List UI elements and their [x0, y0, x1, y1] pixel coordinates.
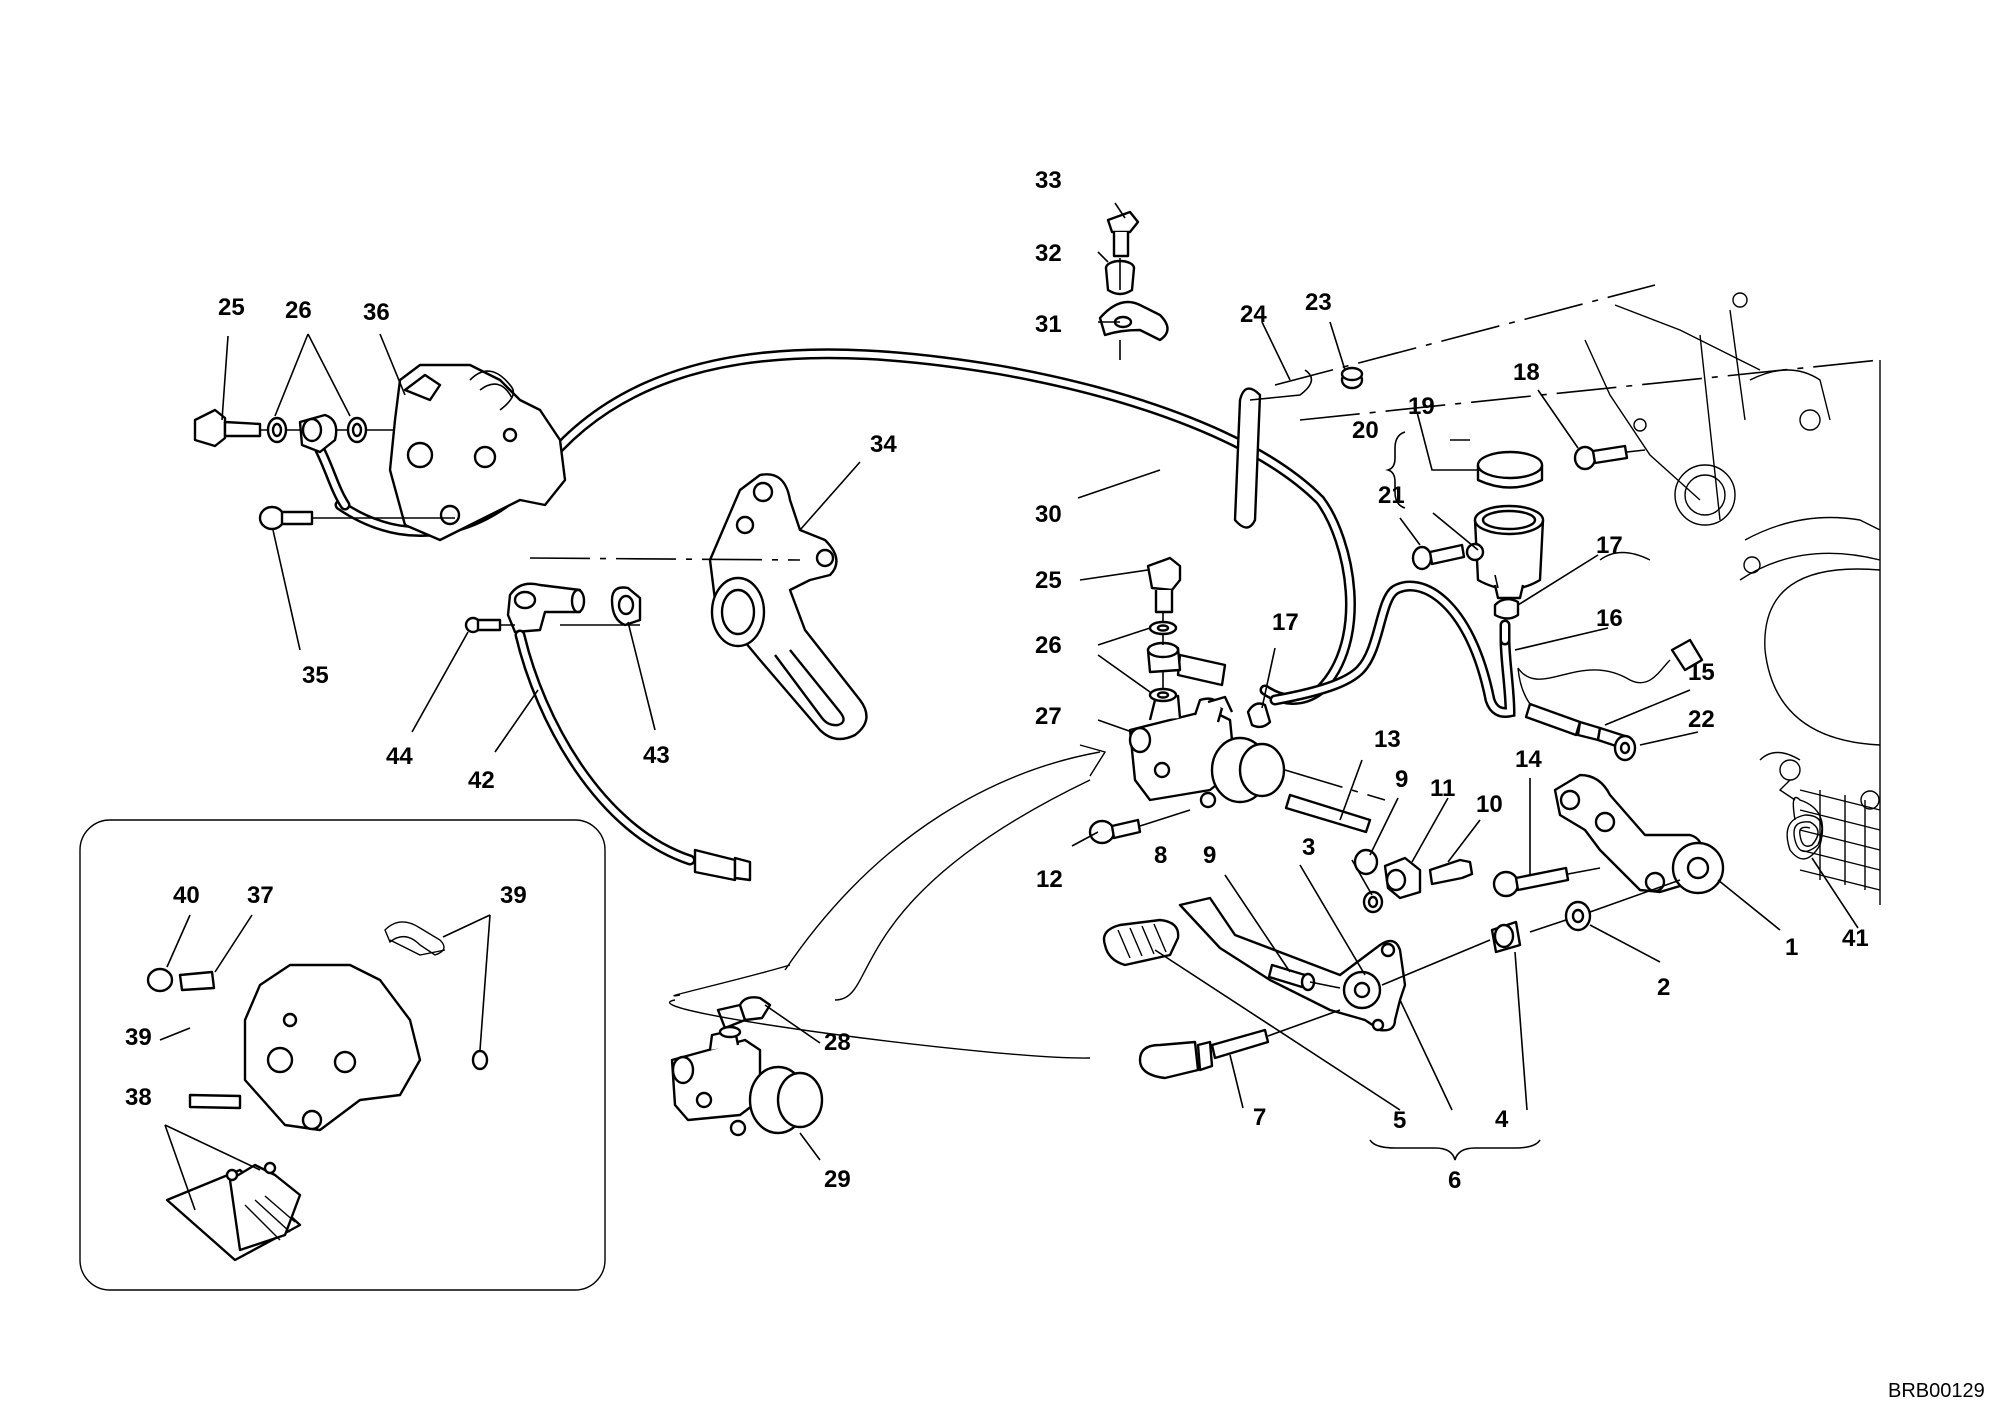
bush-4	[1490, 920, 1522, 954]
callout-16: 16	[1596, 605, 1623, 632]
pedal-bracket-1	[1553, 773, 1725, 895]
callout-26a: 26	[285, 297, 312, 324]
callout-20: 20	[1352, 417, 1379, 444]
screw-44	[464, 616, 502, 634]
nut-9a	[1353, 848, 1379, 876]
callout-11: 11	[1430, 775, 1455, 802]
callout-19: 19	[1408, 393, 1435, 420]
callout-3: 3	[1302, 834, 1315, 861]
callout-6: 6	[1448, 1167, 1461, 1194]
callout-42: 42	[468, 767, 495, 794]
callout-40: 40	[173, 882, 200, 909]
callout-33: 33	[1035, 167, 1062, 194]
reference-arrow	[669, 744, 1107, 1059]
washers-26b	[1146, 620, 1182, 703]
callout-37: 37	[247, 882, 274, 909]
callout-28: 28	[824, 1029, 851, 1056]
hose-clip-24	[1233, 369, 1313, 529]
hose-fitting	[298, 413, 338, 454]
callout-44: 44	[386, 743, 413, 770]
rear-caliper-36	[388, 363, 567, 542]
callout-17b: 17	[1596, 532, 1623, 559]
reservoir-cap-19	[1476, 450, 1544, 489]
callout-39a: 39	[500, 882, 527, 909]
return-spring-41	[1778, 779, 1824, 860]
screw-9	[1267, 963, 1316, 992]
fitting-28	[716, 996, 772, 1039]
washer-3	[1362, 890, 1384, 914]
washer-2	[1564, 900, 1592, 932]
callout-24: 24	[1240, 301, 1267, 328]
callout-1: 1	[1785, 934, 1798, 961]
callout-32: 32	[1035, 240, 1062, 267]
leader-lines	[159, 202, 1859, 1211]
bolt-35	[258, 505, 314, 531]
callout-30: 30	[1035, 501, 1062, 528]
callout-2: 2	[1657, 974, 1670, 1001]
frame-outline	[1274, 284, 1881, 905]
hose-clamp-31	[1098, 300, 1169, 342]
callout-26b: 26	[1035, 632, 1062, 659]
callout-36: 36	[363, 299, 390, 326]
callout-27: 27	[1035, 703, 1062, 730]
caliper-detail-inset	[79, 819, 606, 1291]
callout-labels: 1 2 3 4 5 6 7 8 9 9 10 11 12 13 14 15 16…	[125, 167, 1869, 1194]
callout-31: 31	[1035, 311, 1062, 338]
callout-22: 22	[1688, 706, 1715, 733]
callout-9b: 9	[1203, 842, 1216, 869]
callout-39b: 39	[125, 1024, 152, 1051]
push-rod-13	[1284, 793, 1372, 834]
callout-9a: 9	[1395, 766, 1408, 793]
callout-23: 23	[1305, 289, 1332, 316]
screw-18	[1573, 444, 1629, 471]
callout-12: 12	[1036, 866, 1063, 893]
callout-35: 35	[302, 662, 329, 689]
callout-25b: 25	[1035, 567, 1062, 594]
callout-34: 34	[870, 431, 897, 458]
callout-4: 4	[1495, 1106, 1509, 1133]
callout-43: 43	[643, 742, 670, 769]
bolt-33	[1106, 210, 1140, 258]
callout-8: 8	[1154, 842, 1167, 869]
nut-23	[1340, 366, 1364, 390]
clevis-pin-10	[1428, 858, 1474, 886]
screw-21	[1411, 543, 1466, 571]
callout-17a: 17	[1272, 609, 1299, 636]
callout-13: 13	[1374, 726, 1401, 753]
callout-7: 7	[1253, 1104, 1266, 1131]
callout-21: 21	[1378, 482, 1405, 509]
spacer-43	[610, 586, 642, 627]
screw-12	[1088, 818, 1142, 845]
callout-29: 29	[824, 1166, 851, 1193]
callout-25a: 25	[218, 294, 245, 321]
washer-22	[1613, 734, 1637, 762]
callout-41: 41	[1842, 925, 1869, 952]
drawing-code: BRB00129	[1888, 1380, 1985, 1402]
reservoir-hose-16	[1269, 580, 1516, 718]
brake-light-switch-15	[1517, 638, 1704, 750]
bolt-14	[1492, 866, 1570, 898]
callout-14: 14	[1515, 746, 1542, 773]
clevis-11	[1383, 856, 1422, 900]
master-cylinder-27	[1128, 694, 1286, 809]
master-cylinder-29	[670, 1028, 824, 1137]
brake-pedal-5	[1178, 896, 1407, 1032]
banjo-bolt-25b	[1146, 556, 1182, 614]
caliper-bracket-34	[708, 473, 868, 741]
hose-clamp-17a	[1246, 702, 1272, 729]
speed-sensor-42	[506, 582, 752, 882]
banjo-bolt-25	[193, 408, 262, 448]
fluid-reservoir-20	[1465, 504, 1545, 600]
callout-38: 38	[125, 1084, 152, 1111]
callout-18: 18	[1513, 359, 1540, 386]
callout-10: 10	[1476, 791, 1503, 818]
callout-5: 5	[1393, 1107, 1406, 1134]
callout-15: 15	[1688, 659, 1715, 686]
hose-clamp-17b	[1493, 597, 1520, 620]
pivot-pin-7	[1138, 1028, 1270, 1080]
